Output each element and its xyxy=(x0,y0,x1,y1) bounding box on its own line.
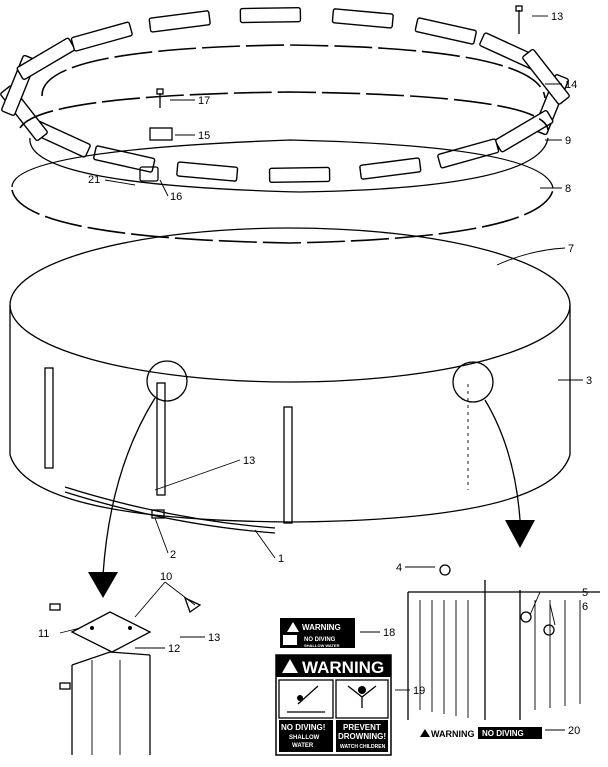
strip-sign-banner: NO DIVING xyxy=(482,729,524,738)
warning-triangle-icon xyxy=(287,622,299,632)
callout-13-mid: 13 xyxy=(243,455,255,467)
big-sign-left-sub1: SHALLOW xyxy=(289,735,320,741)
top-plate-15 xyxy=(149,127,173,141)
upright-detail xyxy=(49,596,202,755)
callout-20: 20 xyxy=(568,725,580,737)
top-seat-segment xyxy=(148,10,211,33)
top-seat-segment xyxy=(437,138,500,169)
callout-2: 2 xyxy=(170,549,176,561)
top-seat-segment xyxy=(16,37,76,81)
small-sign-banner: NO DIVING xyxy=(304,637,336,643)
callout-10: 10 xyxy=(160,571,172,583)
callout-3: 3 xyxy=(586,375,592,387)
big-sign-left-sub2: WATER xyxy=(292,743,314,749)
swimmer-icon xyxy=(335,679,389,719)
diver-icon xyxy=(278,679,334,719)
top-seat-segment xyxy=(93,145,156,173)
top-hardware xyxy=(139,5,523,182)
callout-6: 6 xyxy=(582,601,588,613)
big-sign-right-title2: DROWNING! xyxy=(338,732,386,741)
top-seat-ring xyxy=(0,6,570,184)
big-sign-left-title: NO DIVING! xyxy=(281,723,325,732)
top-seat-segment xyxy=(331,8,394,29)
callout-18: 18 xyxy=(383,627,395,639)
callout-19: 19 xyxy=(413,685,425,697)
callout-8: 8 xyxy=(565,183,571,195)
callout-5: 5 xyxy=(582,587,588,599)
callout-14: 14 xyxy=(565,79,577,91)
warning-triangle-icon xyxy=(420,729,430,737)
callout-16: 16 xyxy=(170,191,182,203)
callout-11: 11 xyxy=(38,628,49,640)
strip-sign-warning: WARNING xyxy=(431,729,475,739)
callout-12: 12 xyxy=(168,643,180,655)
callout-labels: 13 14 9 8 7 3 17 15 16 21 13 2 1 4 5 6 1… xyxy=(38,11,592,737)
top-seat-segment xyxy=(414,17,477,45)
callout-9: 9 xyxy=(565,135,571,147)
top-seat-segment xyxy=(176,161,239,182)
big-sign-right-sub: WATCH CHILDREN xyxy=(340,744,386,750)
callout-7: 7 xyxy=(568,243,574,255)
warning-sign-small: WARNING NO DIVING SHALLOW WATER xyxy=(280,618,355,648)
callout-15: 15 xyxy=(198,130,210,142)
pool-wall xyxy=(9,227,571,598)
top-seat-segment xyxy=(359,157,422,180)
top-seat-segment xyxy=(268,166,331,184)
wall-panel-detail xyxy=(407,564,600,720)
top-seat-segment xyxy=(522,48,570,105)
callout-4: 4 xyxy=(396,562,402,574)
small-sign-sub: SHALLOW WATER xyxy=(304,643,340,648)
callout-1: 1 xyxy=(278,553,284,565)
warning-triangle-icon xyxy=(282,659,298,673)
small-sign-warning: WARNING xyxy=(302,623,341,632)
warning-sign-large: WARNING NO DIVING! SHALLOW WATER PREVENT… xyxy=(275,654,392,756)
callout-leaders xyxy=(59,15,583,731)
top-seat-segment xyxy=(494,109,554,153)
top-seat-segment xyxy=(239,6,302,24)
top-seat-segment xyxy=(70,21,133,52)
callout-13-bottom: 13 xyxy=(208,632,220,644)
callout-13-top: 13 xyxy=(551,11,563,23)
warning-strip-label: WARNING NO DIVING xyxy=(420,727,542,739)
big-sign-right-title1: PREVENT xyxy=(343,723,381,732)
callout-21: 21 xyxy=(88,174,100,186)
stabilizer-ring xyxy=(11,139,554,244)
big-sign-header: WARNING xyxy=(302,658,384,677)
callout-17: 17 xyxy=(198,95,210,107)
